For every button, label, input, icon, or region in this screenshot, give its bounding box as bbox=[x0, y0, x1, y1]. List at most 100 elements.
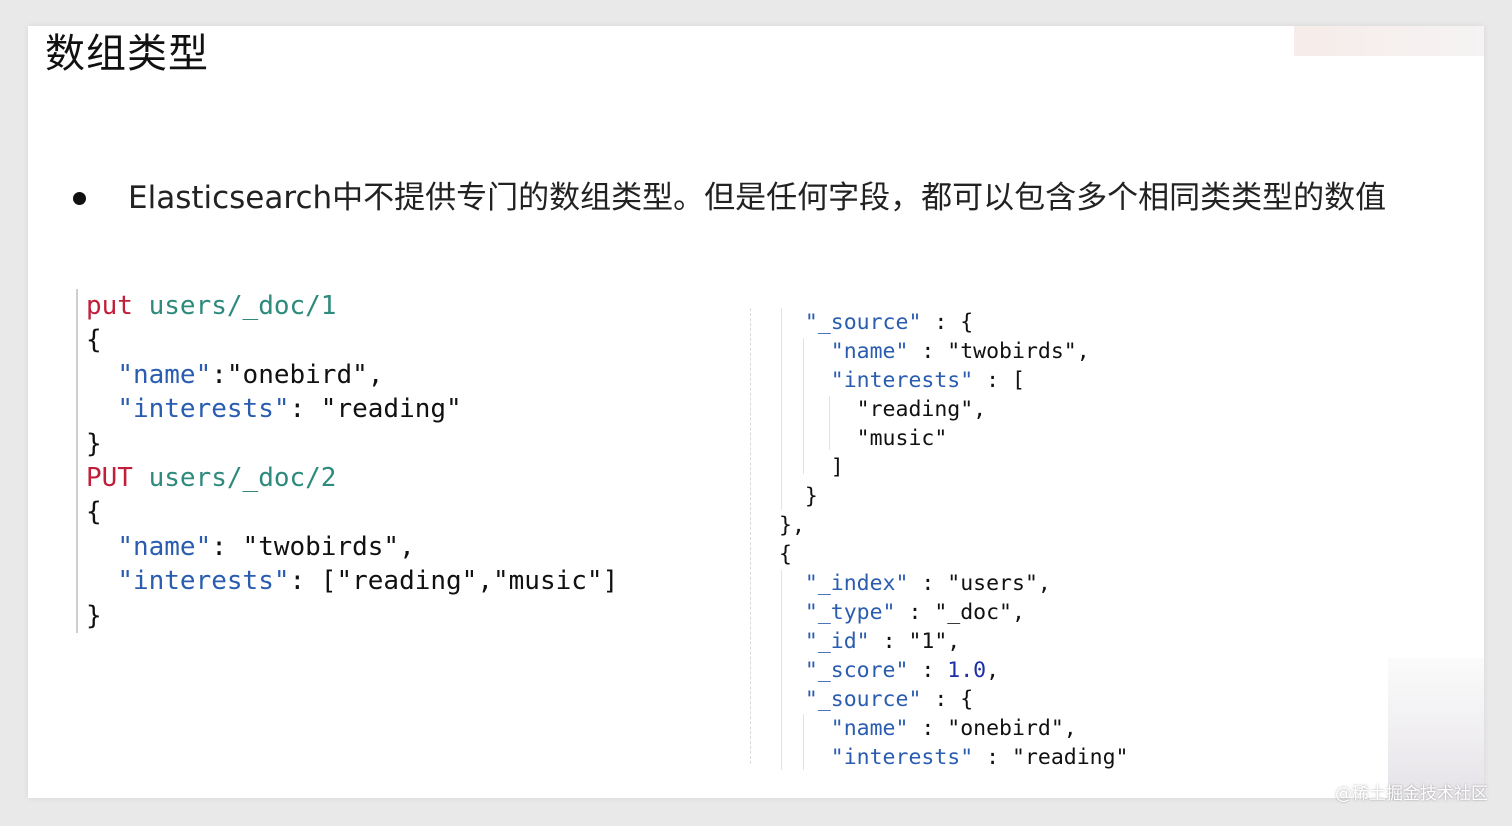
indent-guide bbox=[781, 308, 782, 510]
code-token bbox=[133, 291, 149, 321]
code-line: "music" bbox=[779, 424, 1311, 453]
watermark: @稀土掘金技术社区 bbox=[1335, 784, 1488, 804]
code-token: { bbox=[86, 497, 102, 528]
code-token bbox=[779, 339, 831, 364]
code-token-key: "interests" bbox=[117, 394, 290, 425]
code-token bbox=[86, 360, 117, 390]
code-token: ] bbox=[779, 455, 844, 480]
code-token: : bbox=[908, 658, 948, 683]
code-line: "_source" : { bbox=[779, 685, 1311, 714]
indent-guide bbox=[781, 570, 782, 770]
code-token: "reading", bbox=[779, 397, 987, 422]
code-token: : [ bbox=[973, 368, 1025, 393]
code-token: } bbox=[86, 428, 102, 459]
code-token: : "twobirds", bbox=[211, 531, 415, 562]
code-line: "_type" : "_doc", bbox=[779, 598, 1311, 627]
code-token: } bbox=[779, 484, 818, 509]
code-token: : "users", bbox=[908, 571, 1051, 596]
code-token-path: users/_doc/1 bbox=[148, 291, 337, 321]
code-line: ] bbox=[779, 453, 1311, 482]
code-token bbox=[779, 629, 805, 654]
code-token-key: "_id" bbox=[804, 629, 870, 654]
indent-guide bbox=[803, 714, 804, 770]
code-token bbox=[779, 600, 805, 625]
code-line: "interests": "reading" bbox=[86, 392, 698, 426]
code-token-num: 1.0 bbox=[947, 658, 987, 683]
code-line: { bbox=[86, 323, 698, 357]
code-token-key: "name" bbox=[830, 716, 909, 741]
code-token: : { bbox=[921, 310, 974, 335]
code-line: "name" : "onebird", bbox=[779, 714, 1311, 743]
corner-blur bbox=[1294, 26, 1484, 56]
code-token-key: "interests" bbox=[830, 745, 974, 770]
code-token: { bbox=[86, 325, 102, 356]
code-line: "interests" : "reading" bbox=[779, 743, 1311, 772]
code-token-key: "name" bbox=[117, 531, 212, 562]
code-token-key: "_index" bbox=[804, 571, 909, 596]
code-line: "_score" : 1.0, bbox=[779, 656, 1311, 685]
code-line: "_id" : "1", bbox=[779, 627, 1311, 656]
bullet-text: Elasticsearch中不提供专门的数组类型。但是任何字段，都可以包含多个相… bbox=[128, 180, 1387, 216]
bullet-item: Elasticsearch中不提供专门的数组类型。但是任何字段，都可以包含多个相… bbox=[68, 176, 1468, 220]
code-token: : ["reading","music"] bbox=[289, 566, 619, 597]
code-token-path: users/_doc/2 bbox=[148, 463, 337, 494]
code-response-text: "_source" : { "name" : "twobirds", "inte… bbox=[751, 308, 1311, 772]
code-block-response: "_source" : { "name" : "twobirds", "inte… bbox=[750, 308, 1311, 770]
slide: 数组类型 Elasticsearch中不提供专门的数组类型。但是任何字段，都可以… bbox=[28, 26, 1484, 798]
code-line: "name":"onebird", bbox=[86, 358, 698, 392]
code-line: "_source" : { bbox=[779, 308, 1311, 337]
bullet-dot-icon bbox=[73, 192, 86, 205]
code-token-key: "_source" bbox=[804, 687, 922, 712]
code-token: :"onebird", bbox=[211, 359, 384, 390]
indent-guide bbox=[829, 396, 830, 450]
code-line: put users/_doc/1 bbox=[86, 289, 698, 323]
code-token: : "onebird", bbox=[908, 716, 1077, 741]
code-token bbox=[86, 566, 117, 596]
code-token: } bbox=[86, 600, 102, 631]
code-token bbox=[779, 368, 831, 393]
code-token: }, bbox=[779, 513, 805, 538]
code-token bbox=[86, 394, 117, 424]
code-token-kw: put bbox=[86, 291, 133, 321]
code-token bbox=[86, 532, 117, 562]
indent-guide bbox=[803, 338, 804, 474]
code-token-kw: PUT bbox=[86, 463, 133, 494]
code-token: : "twobirds", bbox=[908, 339, 1090, 364]
code-line: PUT users/_doc/2 bbox=[86, 461, 698, 495]
slide-title: 数组类型 bbox=[45, 31, 209, 77]
code-token-key: "name" bbox=[830, 339, 909, 364]
code-token: : { bbox=[921, 687, 974, 712]
code-token bbox=[779, 745, 831, 770]
code-token: { bbox=[779, 542, 792, 567]
code-token: "music" bbox=[779, 426, 948, 451]
code-token bbox=[779, 658, 805, 683]
code-line: } bbox=[86, 427, 698, 461]
code-line: "name": "twobirds", bbox=[86, 530, 698, 564]
code-token bbox=[133, 463, 149, 493]
code-line: "interests": ["reading","music"] bbox=[86, 564, 698, 598]
code-token-key: "_type" bbox=[804, 600, 896, 625]
code-token: , bbox=[986, 658, 1000, 683]
code-token bbox=[779, 310, 805, 335]
code-line: "_index" : "users", bbox=[779, 569, 1311, 598]
code-line: "interests" : [ bbox=[779, 366, 1311, 395]
code-line: "name" : "twobirds", bbox=[779, 337, 1311, 366]
code-token-key: "name" bbox=[117, 359, 212, 390]
code-token: : "1", bbox=[869, 629, 961, 654]
code-token bbox=[779, 571, 805, 596]
code-line: "reading", bbox=[779, 395, 1311, 424]
code-token-key: "interests" bbox=[117, 566, 290, 597]
code-line: } bbox=[779, 482, 1311, 511]
code-block-request: put users/_doc/1{ "name":"onebird", "int… bbox=[76, 289, 698, 633]
code-token bbox=[779, 687, 805, 712]
code-token-key: "_source" bbox=[804, 310, 922, 335]
code-line: }, bbox=[779, 511, 1311, 540]
code-token-key: "_score" bbox=[804, 658, 909, 683]
code-token-key: "interests" bbox=[830, 368, 974, 393]
code-token bbox=[779, 716, 831, 741]
code-request-text: put users/_doc/1{ "name":"onebird", "int… bbox=[78, 289, 698, 633]
code-line: { bbox=[779, 540, 1311, 569]
code-token: : "reading" bbox=[973, 745, 1129, 770]
code-line: { bbox=[86, 495, 698, 529]
code-line: } bbox=[86, 599, 698, 633]
